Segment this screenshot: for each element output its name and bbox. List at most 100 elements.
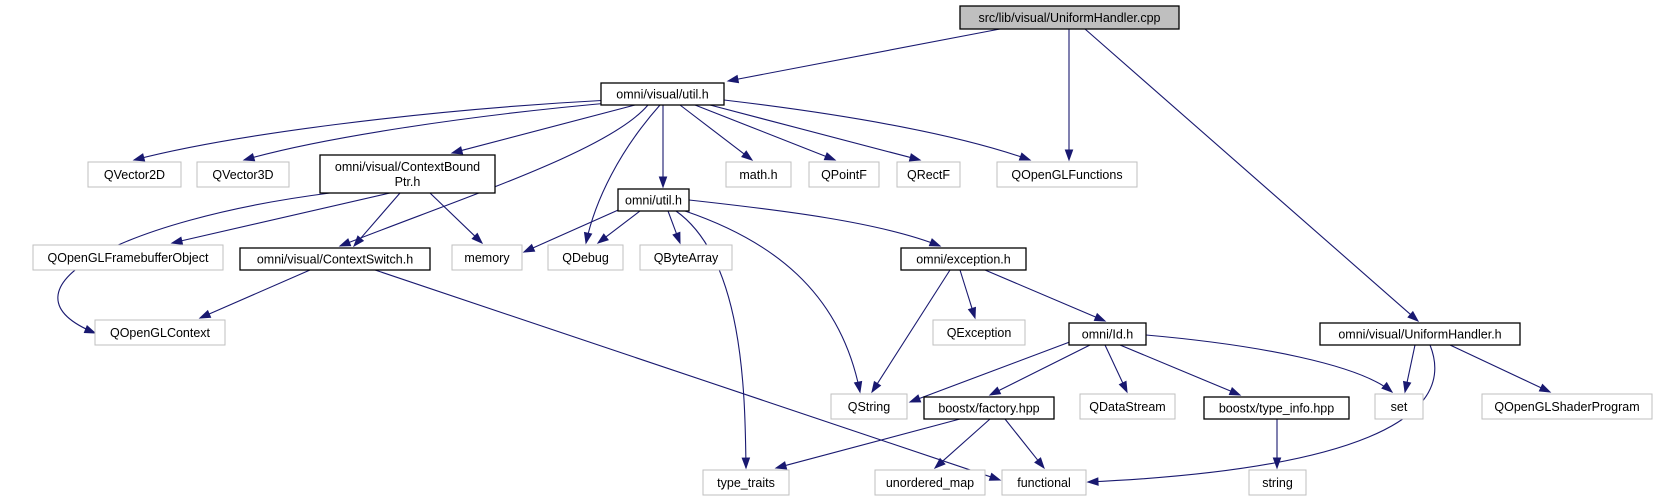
- node-label: omni/visual/UniformHandler.h: [1338, 328, 1501, 342]
- edge-line: [959, 269, 973, 309]
- edge-line: [585, 104, 661, 244]
- edge-visual_util-to-qrectf: [709, 104, 922, 162]
- node-box: [1203, 396, 1350, 420]
- arrow-head: [170, 236, 184, 245]
- edge-line: [942, 418, 991, 462]
- node-math[interactable]: math.h: [725, 161, 792, 188]
- edge-factory-to-unordered_map: [933, 418, 991, 469]
- edge-line: [694, 104, 826, 157]
- edge-line: [688, 199, 941, 247]
- node-qglshader[interactable]: QOpenGLShaderProgram: [1481, 393, 1653, 420]
- node-qglcontext[interactable]: QOpenGLContext: [94, 319, 226, 346]
- node-label: omni/util.h: [625, 194, 682, 208]
- edge-line: [133, 99, 611, 161]
- edge-omni_id-to-factory: [988, 344, 1091, 396]
- edge-line: [737, 28, 1001, 80]
- arrow-head: [908, 394, 922, 403]
- arrow-head: [471, 232, 484, 245]
- node-ctxswitch[interactable]: omni/visual/ContextSwitch.h: [239, 247, 431, 271]
- arrow-head: [198, 309, 212, 319]
- arrow-head: [1093, 312, 1107, 322]
- node-omni_util[interactable]: omni/util.h: [617, 188, 690, 212]
- node-uhandler_h[interactable]: omni/visual/UniformHandler.h: [1319, 322, 1521, 346]
- arrow-head: [988, 472, 1002, 481]
- edge-line: [1145, 334, 1393, 393]
- node-box: [874, 469, 986, 496]
- arrow-head: [741, 457, 751, 470]
- edge-line: [461, 104, 636, 151]
- node-label: QException: [947, 326, 1012, 340]
- node-label: QOpenGLShaderProgram: [1494, 400, 1639, 414]
- node-memory[interactable]: memory: [451, 244, 523, 271]
- edge-uhandler_h-to-functional: [1086, 344, 1436, 486]
- node-label: QVector3D: [212, 168, 273, 182]
- edge-exception-to-qexception: [959, 269, 976, 320]
- edge-line: [785, 418, 961, 466]
- node-qexception[interactable]: QException: [932, 319, 1026, 346]
- edge-line: [360, 192, 401, 239]
- node-label: string: [1262, 476, 1293, 490]
- arrow-head: [928, 238, 942, 247]
- node-qvector3d[interactable]: QVector3D: [196, 161, 290, 188]
- node-box: [32, 244, 224, 271]
- edge-omni_util-to-memory: [522, 206, 626, 253]
- edge-line: [374, 269, 991, 478]
- arrow-head: [726, 74, 740, 84]
- node-label: QOpenGLContext: [110, 326, 211, 340]
- node-box: [725, 161, 792, 188]
- node-qdatastream[interactable]: QDataStream: [1079, 393, 1176, 420]
- edge-visual_util-to-cbptr: [450, 104, 636, 155]
- node-label: omni/visual/util.h: [616, 88, 708, 102]
- node-unordered_map[interactable]: unordered_map: [874, 469, 986, 496]
- arrow-head: [1228, 386, 1242, 396]
- node-type_traits[interactable]: type_traits: [702, 469, 790, 496]
- node-box: [1248, 469, 1307, 496]
- edge-line: [723, 99, 1031, 161]
- node-qstring[interactable]: QString: [830, 393, 908, 420]
- node-label: functional: [1017, 476, 1071, 490]
- arrow-head: [871, 380, 882, 394]
- arrow-head: [583, 231, 593, 245]
- node-label: QByteArray: [654, 251, 719, 265]
- node-label: QDebug: [562, 251, 609, 265]
- node-box: [451, 244, 523, 271]
- node-box: [702, 469, 790, 496]
- node-set[interactable]: set: [1374, 393, 1424, 420]
- node-label: boostx/factory.hpp: [938, 402, 1039, 416]
- node-box: [617, 188, 690, 212]
- edge-line: [675, 210, 747, 469]
- edge-line: [1084, 28, 1411, 315]
- arrow-head: [1086, 477, 1099, 486]
- arrow-head: [672, 231, 681, 245]
- node-root[interactable]: src/lib/visual/UniformHandler.cpp: [959, 5, 1180, 30]
- node-string[interactable]: string: [1248, 469, 1307, 496]
- edge-visual_util-to-qdebug: [583, 104, 661, 245]
- node-label: QDataStream: [1089, 400, 1165, 414]
- nodes-layer: src/lib/visual/UniformHandler.cpp omni/vi…: [32, 5, 1653, 496]
- node-qglfbo[interactable]: QOpenGLFramebufferObject: [32, 244, 224, 271]
- node-exception[interactable]: omni/exception.h: [900, 247, 1027, 271]
- node-typeinfo[interactable]: boostx/type_info.hpp: [1203, 396, 1350, 420]
- edge-cbptr-to-ctxswitch: [353, 192, 401, 248]
- edge-uhandler_h-to-qglshader: [1449, 344, 1552, 393]
- edge-line: [1104, 344, 1124, 384]
- node-label: boostx/type_info.hpp: [1219, 402, 1334, 416]
- edge-line: [998, 344, 1091, 392]
- edge-line: [684, 210, 861, 393]
- node-qpointf[interactable]: QPointF: [808, 161, 880, 188]
- node-qvector2d[interactable]: QVector2D: [87, 161, 182, 188]
- node-functional[interactable]: functional: [1001, 469, 1087, 496]
- node-label: QPointF: [821, 168, 867, 182]
- node-qdebug[interactable]: QDebug: [547, 244, 624, 271]
- node-visual_util[interactable]: omni/visual/util.h: [600, 82, 725, 106]
- arrow-head: [353, 235, 365, 248]
- node-qglfunc[interactable]: QOpenGLFunctions: [996, 161, 1138, 188]
- node-omni_id[interactable]: omni/Id.h: [1068, 322, 1147, 346]
- node-box: [239, 247, 431, 271]
- node-qbytearray[interactable]: QByteArray: [639, 244, 733, 271]
- node-factory[interactable]: boostx/factory.hpp: [923, 396, 1055, 420]
- node-qrectf[interactable]: QRectF: [896, 161, 961, 188]
- node-label: unordered_map: [886, 476, 974, 490]
- edge-factory-to-type_traits: [774, 418, 961, 470]
